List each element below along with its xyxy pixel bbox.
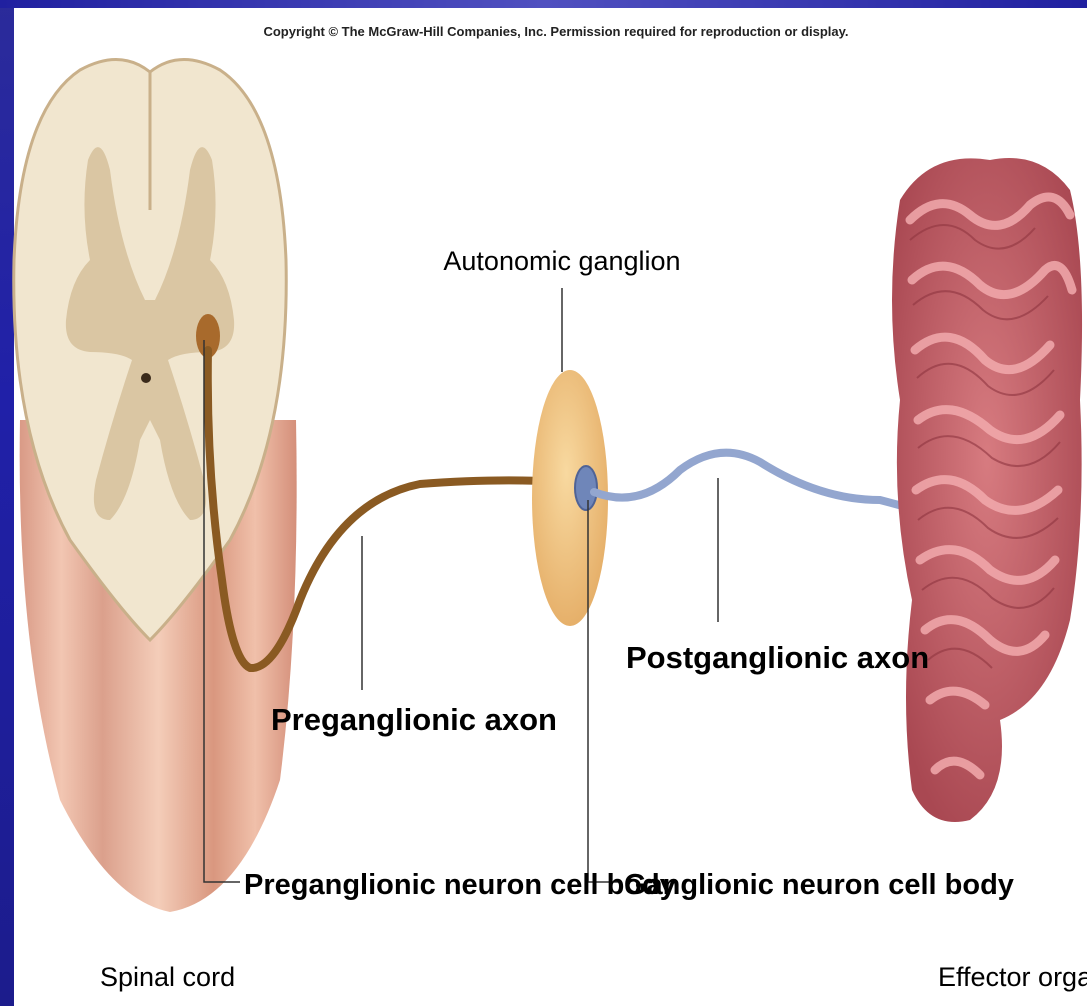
label-preganglionic-neuron-cell-body: Preganglionic neuron cell body <box>244 869 676 901</box>
label-preganglionic-axon: Preganglionic axon <box>271 702 557 737</box>
effector-organ-illustration <box>892 158 1082 822</box>
copyright-notice: Copyright © The McGraw-Hill Companies, I… <box>263 24 848 39</box>
label-ganglionic-neuron-cell-body: Ganglionic neuron cell body <box>624 869 1014 901</box>
spinal-cord-illustration <box>14 59 297 912</box>
label-effector-organ: Effector organ <box>938 962 1087 992</box>
ganglionic-neuron-cell-body <box>575 466 597 510</box>
label-autonomic-ganglion: Autonomic ganglion <box>443 246 680 276</box>
label-spinal-cord: Spinal cord <box>100 962 235 992</box>
central-canal <box>141 373 151 383</box>
label-postganglionic-axon: Postganglionic axon <box>626 640 929 675</box>
postganglionic-axon <box>594 453 910 508</box>
